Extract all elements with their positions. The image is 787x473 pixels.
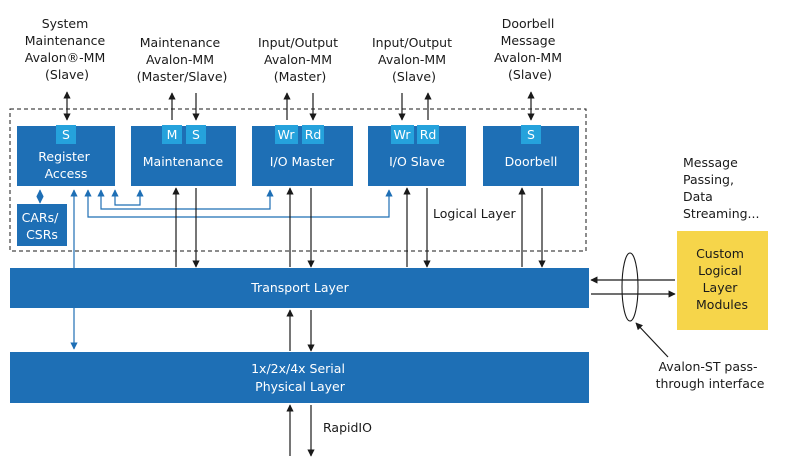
io-master-read-port-label: Rd bbox=[305, 127, 322, 142]
maintenance-master-port bbox=[162, 125, 182, 144]
transport-layer-block bbox=[10, 268, 589, 308]
register-access-slave-port bbox=[56, 125, 76, 144]
transport-layer-label: Transport Layer bbox=[250, 280, 349, 295]
maintenance-block bbox=[131, 126, 236, 186]
label-rapidio: RapidIO bbox=[323, 420, 372, 435]
label-system-maintenance: System Maintenance Avalon®-MM (Slave) bbox=[25, 16, 109, 82]
maintenance-label: Maintenance bbox=[143, 154, 224, 169]
label-io-master-interface: Input/Output Avalon-MM (Master) bbox=[258, 35, 342, 84]
custom-logical-layer-label: Custom Logical Layer Modules bbox=[696, 246, 748, 312]
maintenance-slave-port bbox=[186, 125, 206, 144]
label-doorbell-interface: Doorbell Message Avalon-MM (Slave) bbox=[494, 16, 566, 82]
register-access-label: Register Access bbox=[38, 149, 93, 181]
label-logical-layer: Logical Layer bbox=[433, 206, 516, 221]
link-register-to-io-master bbox=[97, 189, 274, 210]
io-master-write-port-label: Wr bbox=[278, 127, 296, 142]
link-register-to-io-slave bbox=[84, 189, 393, 218]
io-slave-write-port-label: Wr bbox=[394, 127, 412, 142]
io-slave-write-port bbox=[391, 125, 414, 144]
maintenance-master-port-label: M bbox=[167, 127, 178, 142]
custom-logical-layer-block bbox=[677, 231, 768, 330]
label-avalon-st: Avalon-ST pass- through interface bbox=[656, 359, 765, 391]
register-access-slave-port-label: S bbox=[62, 127, 70, 142]
label-message-passing: Message Passing, Data Streaming... bbox=[683, 155, 759, 221]
label-maintenance-interface: Maintenance Avalon-MM (Master/Slave) bbox=[137, 35, 228, 84]
doorbell-label: Doorbell bbox=[505, 154, 558, 169]
logical-layer-region bbox=[9, 108, 587, 252]
maintenance-slave-port-label: S bbox=[192, 127, 200, 142]
cars-csrs-block bbox=[17, 204, 67, 246]
physical-layer-block bbox=[10, 352, 589, 403]
label-io-slave-interface: Input/Output Avalon-MM (Slave) bbox=[372, 35, 456, 84]
cars-csrs-label: CARs/ CSRs bbox=[22, 210, 63, 242]
doorbell-slave-port bbox=[521, 125, 541, 144]
io-slave-read-port-label: Rd bbox=[420, 127, 437, 142]
avalon-st-pointer bbox=[635, 322, 669, 358]
io-slave-label: I/O Slave bbox=[389, 154, 445, 169]
io-master-read-port bbox=[302, 125, 324, 144]
io-slave-read-port bbox=[417, 125, 439, 144]
physical-layer-label: 1x/2x/4x Serial Physical Layer bbox=[251, 361, 349, 394]
link-register-to-maintenance bbox=[111, 189, 144, 206]
io-master-label: I/O Master bbox=[270, 154, 335, 169]
io-master-write-port bbox=[275, 125, 298, 144]
avalon-st-bundle-ring bbox=[621, 252, 639, 322]
doorbell-slave-port-label: S bbox=[527, 127, 535, 142]
